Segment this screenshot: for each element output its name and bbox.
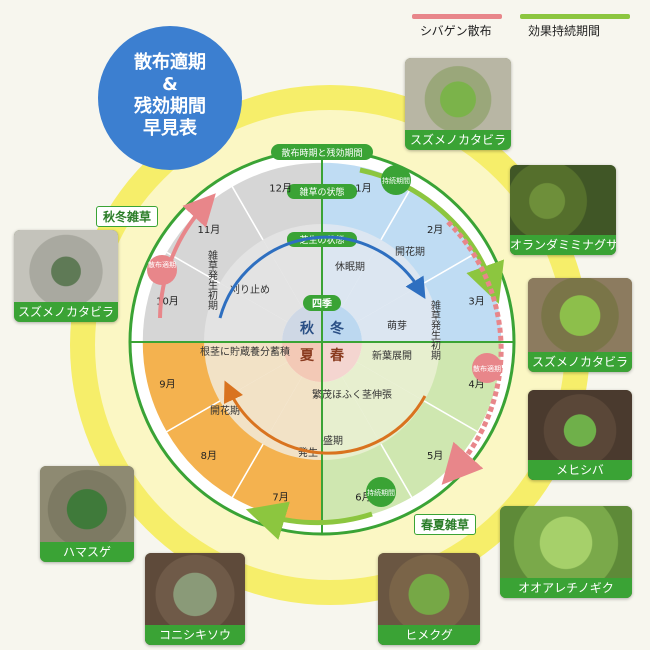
outer-ring-pill xyxy=(271,144,373,160)
photo-card-mehishiba: メヒシバ xyxy=(528,390,632,480)
month-label: 3月 xyxy=(468,296,484,308)
persist-top-label: 持続期間 xyxy=(382,176,410,185)
legend-pink-label: シバゲン散布 xyxy=(420,24,492,38)
season-summer: 夏 xyxy=(300,347,315,364)
month-label: 8月 xyxy=(201,450,217,462)
month-label: 1月 xyxy=(355,182,371,194)
spray-autumn-label: 散布適期 xyxy=(148,260,176,269)
pink-spray-arc-right xyxy=(441,220,504,485)
weed-flowering-1: 開花期 xyxy=(395,245,425,258)
photo-card-hamasuge: ハマスゲ xyxy=(40,466,134,562)
lawn-mowing-stop: 刈り止め xyxy=(230,283,270,296)
weed-state-label: 雑草の状態 xyxy=(299,186,344,198)
lawn-root-storage: 根茎に貯蔵養分蓄積 xyxy=(200,345,290,358)
persist-badge-top xyxy=(381,165,411,195)
tag-autumn-winter: 秋冬雑草 xyxy=(96,206,159,227)
photo-label: メヒシバ xyxy=(528,460,632,480)
weed-germination-top: 雑草発生初期 xyxy=(429,299,441,361)
title-line1: 散布適期 xyxy=(134,52,206,73)
pink-spray-arc-left xyxy=(158,193,216,319)
orange-state-arrow xyxy=(223,380,427,455)
photo-card-suzumenokatabira-left: スズメノカタビラ xyxy=(14,230,118,322)
outer-ring-label: 散布時期と残効期間 xyxy=(281,147,362,159)
photo-label: スズメノカタビラ xyxy=(405,130,511,150)
spray-badge-autumn xyxy=(147,255,177,285)
photo-card-himekugu: ヒメクグ xyxy=(378,553,480,645)
photo-label: スズメノカタビラ xyxy=(14,302,118,322)
green-persist-arc-bottom xyxy=(245,501,373,540)
month-label: 5月 xyxy=(427,450,443,462)
month-label: 7月 xyxy=(272,492,288,504)
center-summer xyxy=(282,342,322,382)
photo-card-konishikisou: コニシキソウ xyxy=(145,553,245,645)
photo-label: ハマスゲ xyxy=(40,542,134,562)
spray-badge-spring xyxy=(472,353,502,383)
title-circle: 散布適期 & 残効期間 早見表 xyxy=(98,26,242,170)
weed-flowering-2: 開花期 xyxy=(210,404,240,417)
title-line4: 早見表 xyxy=(143,118,197,139)
spray-spring-label: 散布適期 xyxy=(473,364,501,373)
center-winter xyxy=(322,302,362,342)
photo-card-ooarechinogiku: オオアレチノギク xyxy=(500,506,632,598)
tag-spring-summer: 春夏雑草 xyxy=(414,514,477,535)
photo-label: コニシキソウ xyxy=(145,625,245,645)
persist-badge-bottom xyxy=(366,477,396,507)
photo-label: ヒメクグ xyxy=(378,625,480,645)
weed-peak: 盛期 xyxy=(323,434,343,447)
center-spring xyxy=(322,342,362,382)
title-line2: & xyxy=(162,74,178,95)
weed-state-pill xyxy=(287,184,357,199)
photo-card-orandamiminagusa: オランダミミナグサ xyxy=(510,165,616,255)
persist-bottom-label: 持続期間 xyxy=(367,488,395,497)
season-spring: 春 xyxy=(329,347,345,364)
photo-label: スズメノカタビラ xyxy=(528,352,632,372)
title-line3: 残効期間 xyxy=(134,96,206,117)
legend-pink-line xyxy=(412,14,502,19)
month-label: 9月 xyxy=(159,378,175,390)
lawn-new-leaves: 新葉展開 xyxy=(372,349,412,362)
weed-germination-left: 雑草発生初期 xyxy=(206,249,218,311)
legend-green-label: 効果持続期間 xyxy=(528,24,601,38)
lawn-budding: 萌芽 xyxy=(387,319,407,332)
photo-card-suzumenokatabira-top: スズメノカタビラ xyxy=(405,58,511,150)
month-label: 2月 xyxy=(427,224,443,236)
season-label: 四季 xyxy=(312,297,333,310)
season-winter: 冬 xyxy=(330,320,344,337)
season-label-pill xyxy=(303,295,341,311)
center-autumn xyxy=(282,302,322,342)
legend-green-line xyxy=(520,14,630,19)
month-label: 11月 xyxy=(197,224,220,236)
blue-state-arrow xyxy=(218,235,426,319)
season-autumn: 秋 xyxy=(300,320,315,337)
photo-label: オランダミミナグサ xyxy=(510,235,616,255)
lawn-dormant: 休眠期 xyxy=(335,261,365,273)
month-label: 12月 xyxy=(269,182,292,194)
photo-label: オオアレチノギク xyxy=(500,578,632,598)
lawn-growth: 繁茂ほふく茎伸張 xyxy=(312,388,392,401)
lawn-state-pill xyxy=(287,232,357,247)
photo-card-suzumenokatabira-right: スズメノカタビラ xyxy=(528,278,632,372)
